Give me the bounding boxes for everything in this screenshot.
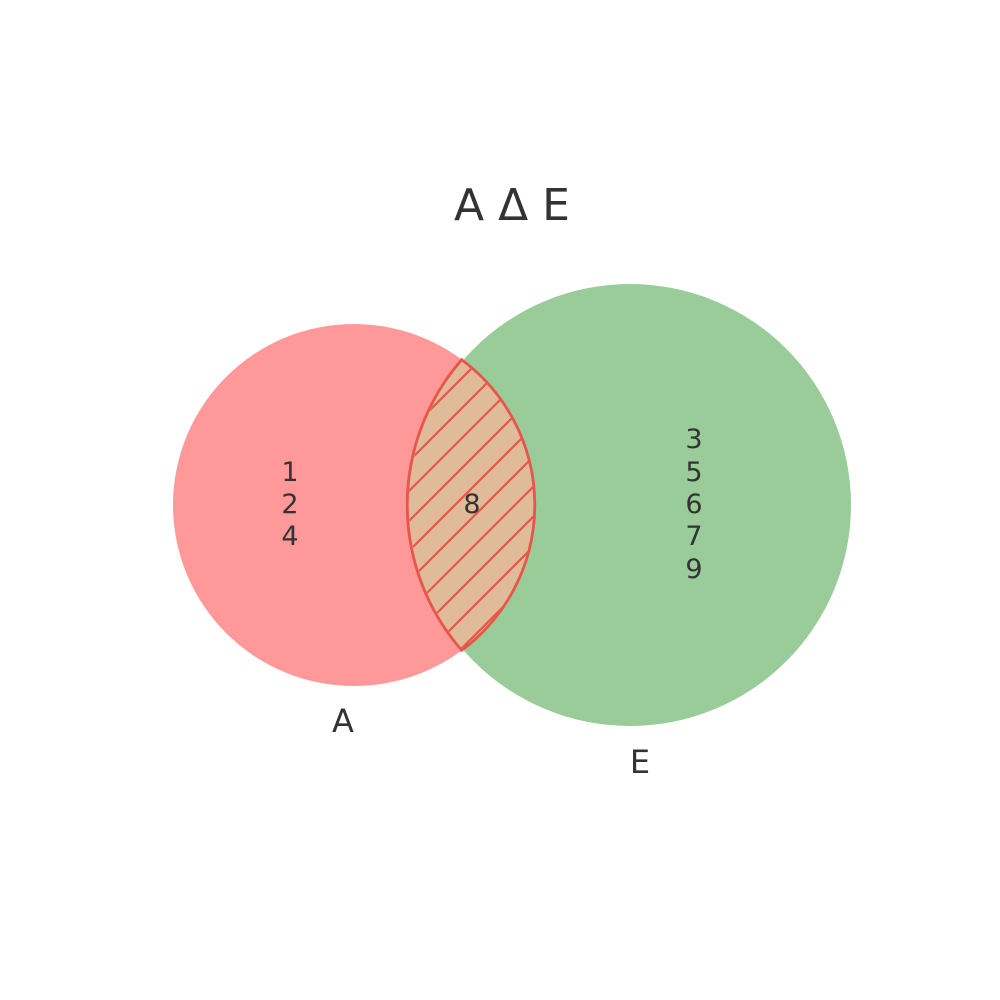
- element-label: 6: [685, 489, 702, 520]
- intersection-elements: 8: [463, 489, 480, 520]
- element-label: 7: [685, 521, 702, 552]
- set-e-elements: 3 5 6 7 9: [685, 424, 702, 585]
- set-a-label: A: [332, 702, 354, 740]
- element-label: 1: [281, 457, 298, 488]
- diagram-title: A Δ E: [454, 180, 570, 231]
- element-label: 3: [685, 424, 702, 455]
- set-e-circle: [409, 284, 851, 726]
- element-label: 2: [281, 489, 298, 520]
- element-label: 5: [685, 457, 702, 488]
- element-label: 9: [685, 554, 702, 585]
- element-label: 4: [281, 521, 298, 552]
- set-a-elements: 1 2 4: [281, 457, 298, 552]
- set-e-label: E: [630, 743, 650, 781]
- element-label: 8: [463, 489, 480, 520]
